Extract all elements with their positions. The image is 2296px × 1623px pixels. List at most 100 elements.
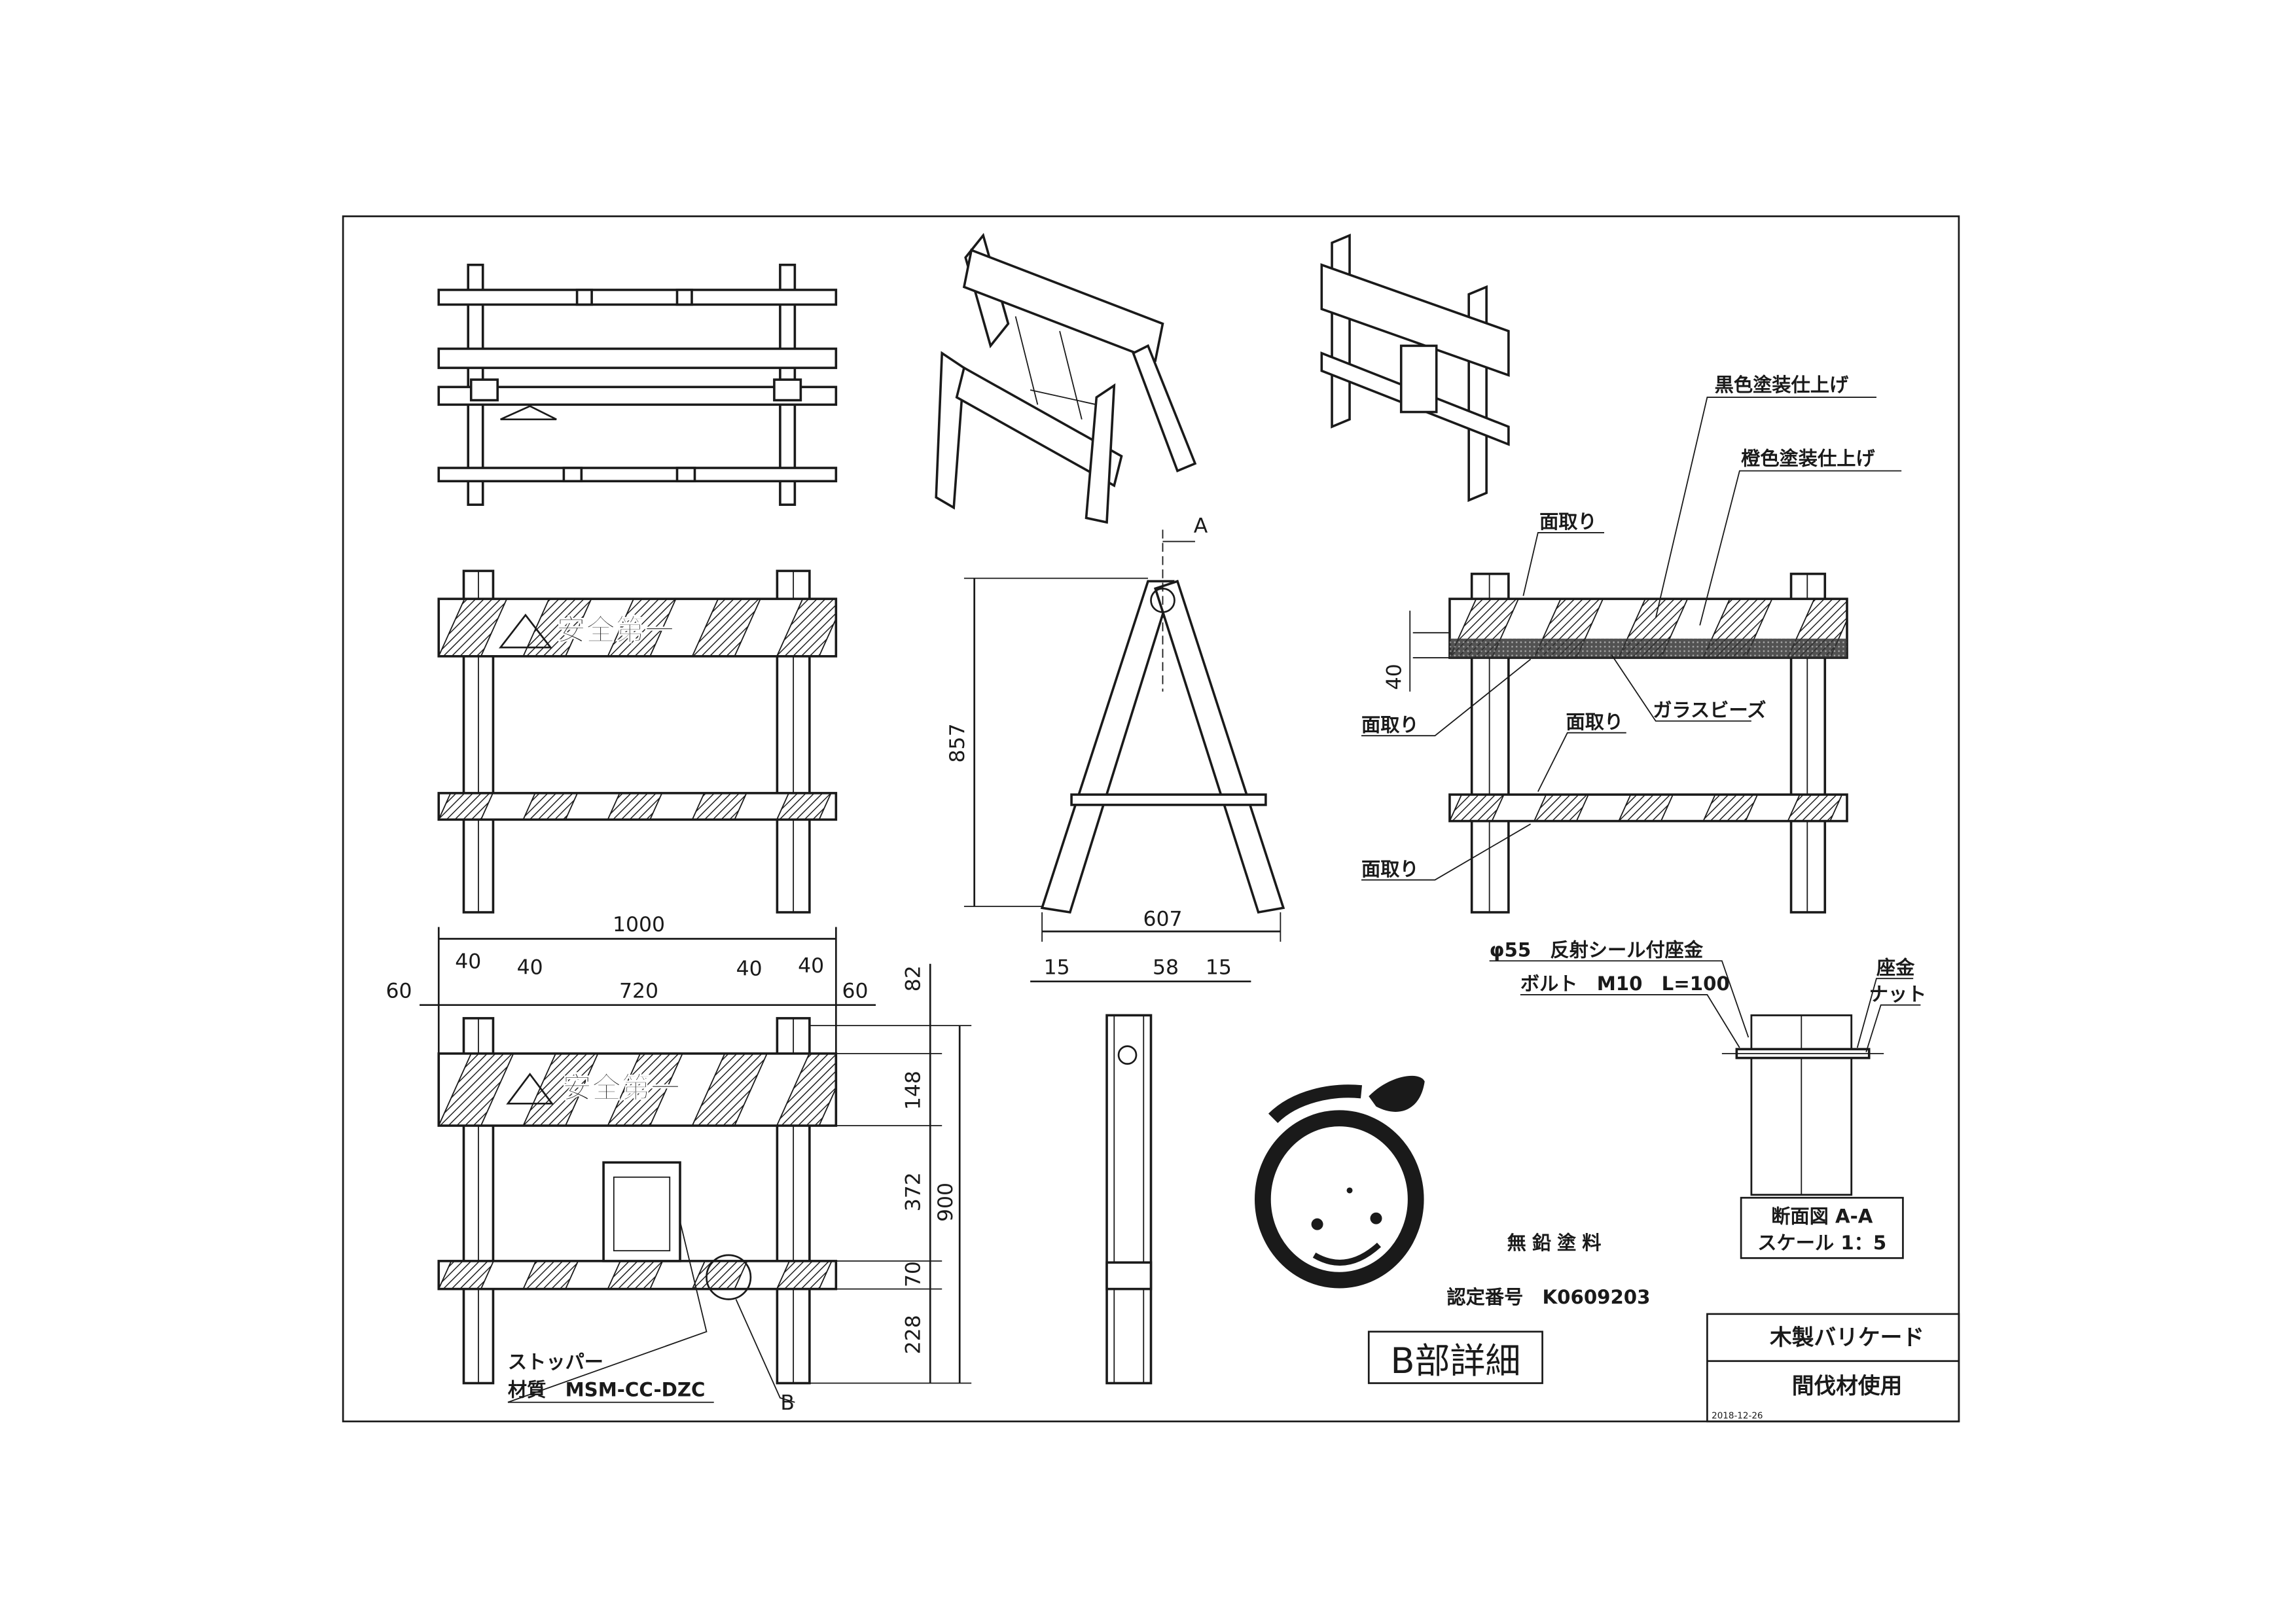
- detail-b-circle: [706, 1254, 752, 1300]
- hatched-stripe: [1449, 794, 1505, 821]
- hatched-stripe: [439, 1260, 495, 1289]
- striped-board: [354, 792, 916, 821]
- dim-lower-board: 70: [901, 1261, 925, 1287]
- label-nut: ナット: [1869, 983, 1927, 1005]
- dim-post-2a: 40: [736, 957, 762, 981]
- hatched-stripe: [776, 599, 836, 656]
- hatched-stripe: [1873, 794, 1927, 821]
- dim-top-board: 148: [901, 1071, 925, 1110]
- sign-text: 安全第一: [556, 613, 674, 647]
- hatched-stripe: [607, 599, 677, 656]
- dim-side-right: 15: [1206, 955, 1232, 979]
- drawing-title: 木製バリケード: [1770, 1325, 1924, 1350]
- hatched-stripe: [522, 793, 579, 820]
- plan-rail: [437, 467, 838, 483]
- hatched-stripe: [607, 1260, 664, 1289]
- dim-overall-width: 1000: [613, 913, 665, 936]
- stopper-label: ストッパー: [508, 1351, 603, 1373]
- dim-post-1b: 40: [517, 955, 543, 979]
- drawing-frame: [342, 215, 1960, 1423]
- section-a-a-detail: φ55 反射シール付座金 ボルト M10 L=100 座金 ナット 断面図 A-…: [1490, 938, 1927, 1259]
- hatched-stripe: [522, 1053, 599, 1126]
- dim-inner-span: 720: [619, 979, 658, 1003]
- label-bolt: ボルト M10 L=100: [1520, 972, 1730, 995]
- dim-leg-bottom: 228: [901, 1315, 925, 1354]
- hatched-stripe: [861, 599, 929, 656]
- label-seat: 座金: [1876, 956, 1915, 978]
- hatched-stripe: [691, 599, 761, 656]
- hatched-stripe: [1618, 794, 1674, 821]
- dim-right-offset: 60: [842, 979, 869, 1003]
- label-orange-finish: 橙色塗装仕上げ: [1741, 447, 1875, 469]
- plan-rail: [437, 348, 838, 369]
- dim-side-spread: 607: [1143, 907, 1182, 931]
- label-chamfer-1: 面取り: [1539, 510, 1597, 533]
- section-scale: スケール 1：5: [1757, 1232, 1886, 1254]
- hatched-stripe: [1534, 794, 1589, 821]
- dim-left-offset: 60: [386, 979, 412, 1003]
- label-chamfer-2: 面取り: [1361, 713, 1419, 736]
- dim-gap: 372: [901, 1172, 925, 1211]
- hatched-stripe: [691, 793, 747, 820]
- hatched-stripe: [522, 1260, 579, 1289]
- hatched-stripe: [607, 793, 663, 820]
- hatched-stripe: [354, 599, 422, 656]
- side-view: A 857 607: [946, 514, 1285, 942]
- label-glass-beads: ガラスビーズ: [1653, 699, 1766, 721]
- dim-side-thickness: 58: [1153, 955, 1179, 979]
- drawing-subtitle: 間伐材使用: [1792, 1373, 1903, 1399]
- label-washer: φ55 反射シール付座金: [1490, 938, 1704, 961]
- label-chamfer-4: 面取り: [1361, 858, 1419, 880]
- plan-view: [437, 263, 838, 507]
- hatched-stripe: [1787, 794, 1843, 821]
- striped-board: [354, 1260, 838, 1291]
- hatched-stripe: [439, 599, 508, 656]
- detail-b-title: B部詳細: [1390, 1340, 1520, 1382]
- side-view-narrow: 15 58 15: [1030, 955, 1251, 1385]
- hatched-stripe: [776, 1260, 833, 1289]
- finish-view: 黒色塗装仕上げ 橙色塗装仕上げ 面取り 面取り 面取り 面取り ガラスビーズ 4…: [1361, 374, 1941, 914]
- section-title: 断面図 A-A: [1771, 1205, 1873, 1227]
- hatched-stripe: [1365, 794, 1420, 821]
- hatched-stripe: [861, 793, 916, 819]
- hatched-stripe: [776, 1053, 836, 1126]
- dim-top-post: 82: [901, 965, 925, 991]
- plan-rail: [437, 289, 838, 306]
- striped-board: [354, 1052, 838, 1127]
- front-view-dimensioned: 安全第一 1000 60 40 40 720 40 40 60 82 148 3…: [354, 913, 972, 1415]
- hatched-stripe: [1873, 599, 1941, 658]
- hatched-stripe: [691, 1260, 748, 1289]
- drawing-date: 2018-12-26: [1712, 1410, 1763, 1421]
- title-block: 木製バリケード 間伐材使用 2018-12-26: [1706, 1313, 1960, 1423]
- lead-free-paint-logo: [1255, 1075, 1425, 1289]
- lead-free-paint-label: 無鉛塗料: [1507, 1232, 1607, 1254]
- dim-band-height: 40: [1383, 664, 1407, 690]
- isometric-view-a-frame: [935, 232, 1197, 524]
- dim-post-1a: 40: [455, 950, 481, 973]
- stopper-material: 材質 MSM-CC-DZC: [508, 1379, 706, 1401]
- dim-side-left: 15: [1044, 955, 1070, 979]
- hatched-stripe: [776, 793, 832, 820]
- dim-post-2b: 40: [798, 954, 824, 978]
- hatched-stripe: [1365, 599, 1434, 658]
- hatched-stripe: [607, 1053, 683, 1126]
- hatched-stripe: [439, 1053, 514, 1126]
- section-mark-a: A: [1194, 514, 1208, 538]
- certification-number: 認定番号 K0609203: [1446, 1286, 1650, 1308]
- hatched-stripe: [1702, 794, 1759, 821]
- hatched-stripe: [354, 1054, 429, 1126]
- hatched-stripe: [354, 793, 408, 819]
- stopper: [602, 1161, 681, 1262]
- label-black-finish: 黒色塗装仕上げ: [1715, 374, 1849, 396]
- dim-overall-height: 900: [934, 1183, 958, 1222]
- label-chamfer-3: 面取り: [1566, 711, 1624, 733]
- striped-board: [1365, 793, 1927, 823]
- hatched-stripe: [354, 1261, 409, 1289]
- sign-text-2: 安全第一: [562, 1070, 680, 1105]
- isometric-view-folded: [1320, 234, 1510, 503]
- dim-side-height: 857: [946, 723, 969, 762]
- detail-b-box: [1367, 1330, 1543, 1384]
- plan-rail: [437, 385, 838, 406]
- hatched-stripe: [691, 1053, 768, 1126]
